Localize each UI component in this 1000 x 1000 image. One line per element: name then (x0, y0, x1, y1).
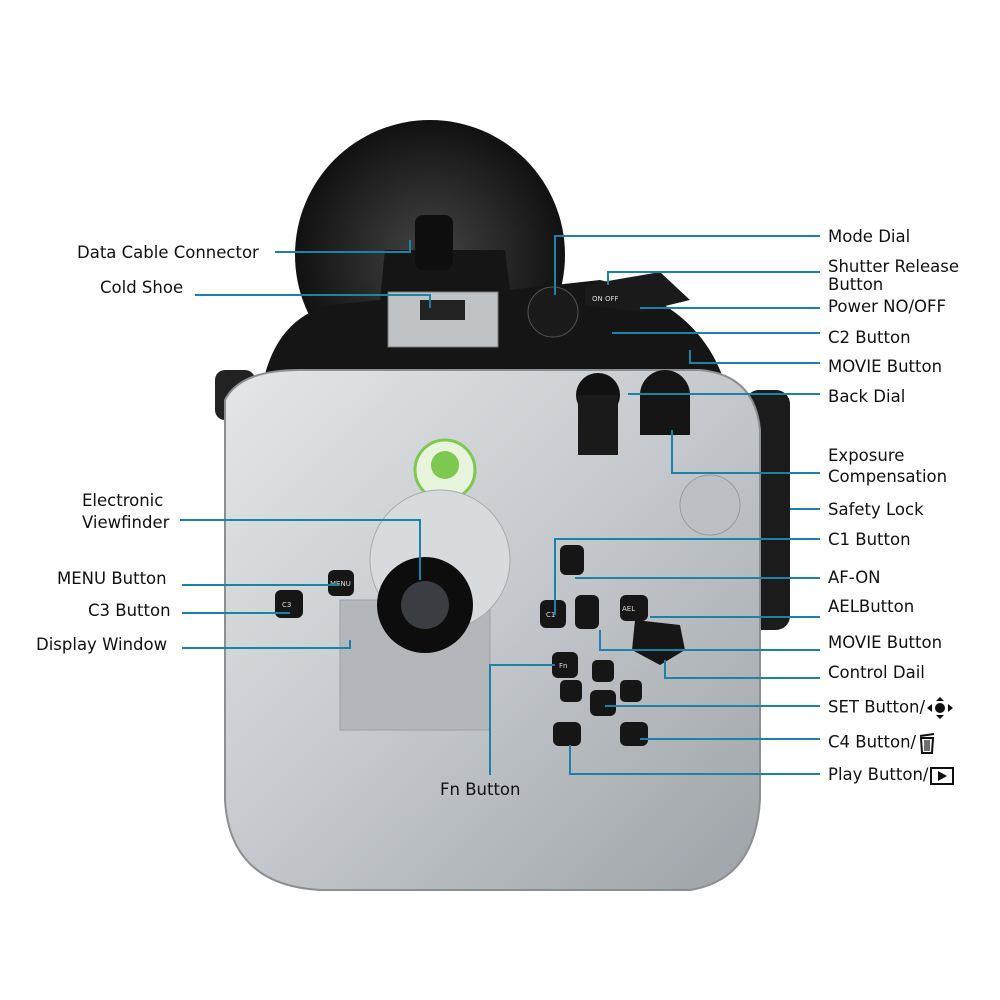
menu-button-mark: MENU (330, 580, 351, 588)
cold-shoe-slot (420, 300, 465, 320)
label-fn-button: Fn Button (440, 780, 521, 799)
c1-button-mark: C1 (546, 611, 555, 619)
c3-button-mark: C3 (282, 601, 291, 609)
c3-button[interactable] (275, 590, 303, 618)
fn-button[interactable] (552, 652, 578, 678)
label-play-button: Play Button/ (828, 765, 955, 785)
label-c2-button: C2 Button (828, 328, 911, 347)
fn-button-mark: Fn (559, 662, 567, 670)
leader-lines (180, 235, 820, 775)
mode-dial[interactable] (527, 286, 579, 338)
af-on-button[interactable] (560, 545, 584, 575)
trash-icon (919, 733, 935, 754)
data-cable-connector[interactable] (415, 215, 453, 270)
shutter-lever[interactable] (585, 272, 690, 312)
ael-button[interactable] (620, 595, 648, 621)
label-control-dial: Control Dail (828, 663, 925, 682)
back-dial-knob (578, 395, 618, 455)
clear-housing (224, 369, 761, 891)
menu-button[interactable] (328, 570, 354, 596)
label-c4-text: C4 Button/ (828, 732, 917, 752)
frog-icon (431, 451, 459, 479)
label-evf-line1: Electronic (82, 491, 164, 510)
label-af-on: AF-ON (828, 568, 881, 587)
label-mode-dial: Mode Dial (828, 227, 911, 246)
label-safety-lock: Safety Lock (828, 500, 924, 519)
label-data-cable-connector: Data Cable Connector (77, 243, 259, 262)
c4-button[interactable] (620, 722, 648, 746)
label-back-dial: Back Dial (828, 387, 906, 406)
set-button[interactable] (590, 690, 616, 716)
label-exposure-line2: Compensation (828, 467, 948, 486)
label-shutter-line2: Button (828, 275, 884, 294)
label-set-button: SET Button/ (828, 697, 954, 719)
label-power: Power NO/OFF (828, 297, 946, 316)
label-evf-line2: Viewfinder (82, 513, 170, 532)
label-ael-button: AELButton (828, 597, 915, 616)
play-button[interactable] (553, 722, 581, 746)
safety-lock[interactable] (679, 474, 741, 536)
buttons (275, 545, 685, 746)
play-box-icon (930, 766, 955, 785)
label-cold-shoe: Cold Shoe (100, 278, 184, 297)
label-display-window: Display Window (36, 635, 168, 654)
label-c3-button: C3 Button (88, 601, 171, 620)
label-play-text: Play Button/ (828, 765, 929, 784)
c1-button[interactable] (540, 600, 566, 628)
label-movie-button-top: MOVIE Button (828, 357, 943, 376)
power-switch-mark: ON OFF (592, 295, 619, 303)
dpad-right[interactable] (620, 680, 642, 702)
label-menu-button: MENU Button (57, 569, 167, 588)
control-dial[interactable] (632, 620, 685, 665)
label-exposure-line1: Exposure (828, 446, 905, 465)
dpad-up[interactable] (592, 660, 614, 682)
viewfinder-glass (401, 581, 449, 629)
exposure-knob (640, 395, 690, 435)
label-shutter-line1: Shutter Release (828, 257, 959, 276)
label-c4-button: C4 Button/ (828, 732, 936, 754)
four-way-arrow-icon (927, 697, 954, 719)
ael-button-mark: AEL (622, 605, 635, 613)
label-movie-button-bottom: MOVIE Button (828, 633, 943, 652)
movie-button[interactable] (575, 595, 599, 629)
label-c1-button: C1 Button (828, 530, 911, 549)
label-set-text: SET Button/ (828, 697, 926, 717)
dpad-left[interactable] (560, 680, 582, 702)
